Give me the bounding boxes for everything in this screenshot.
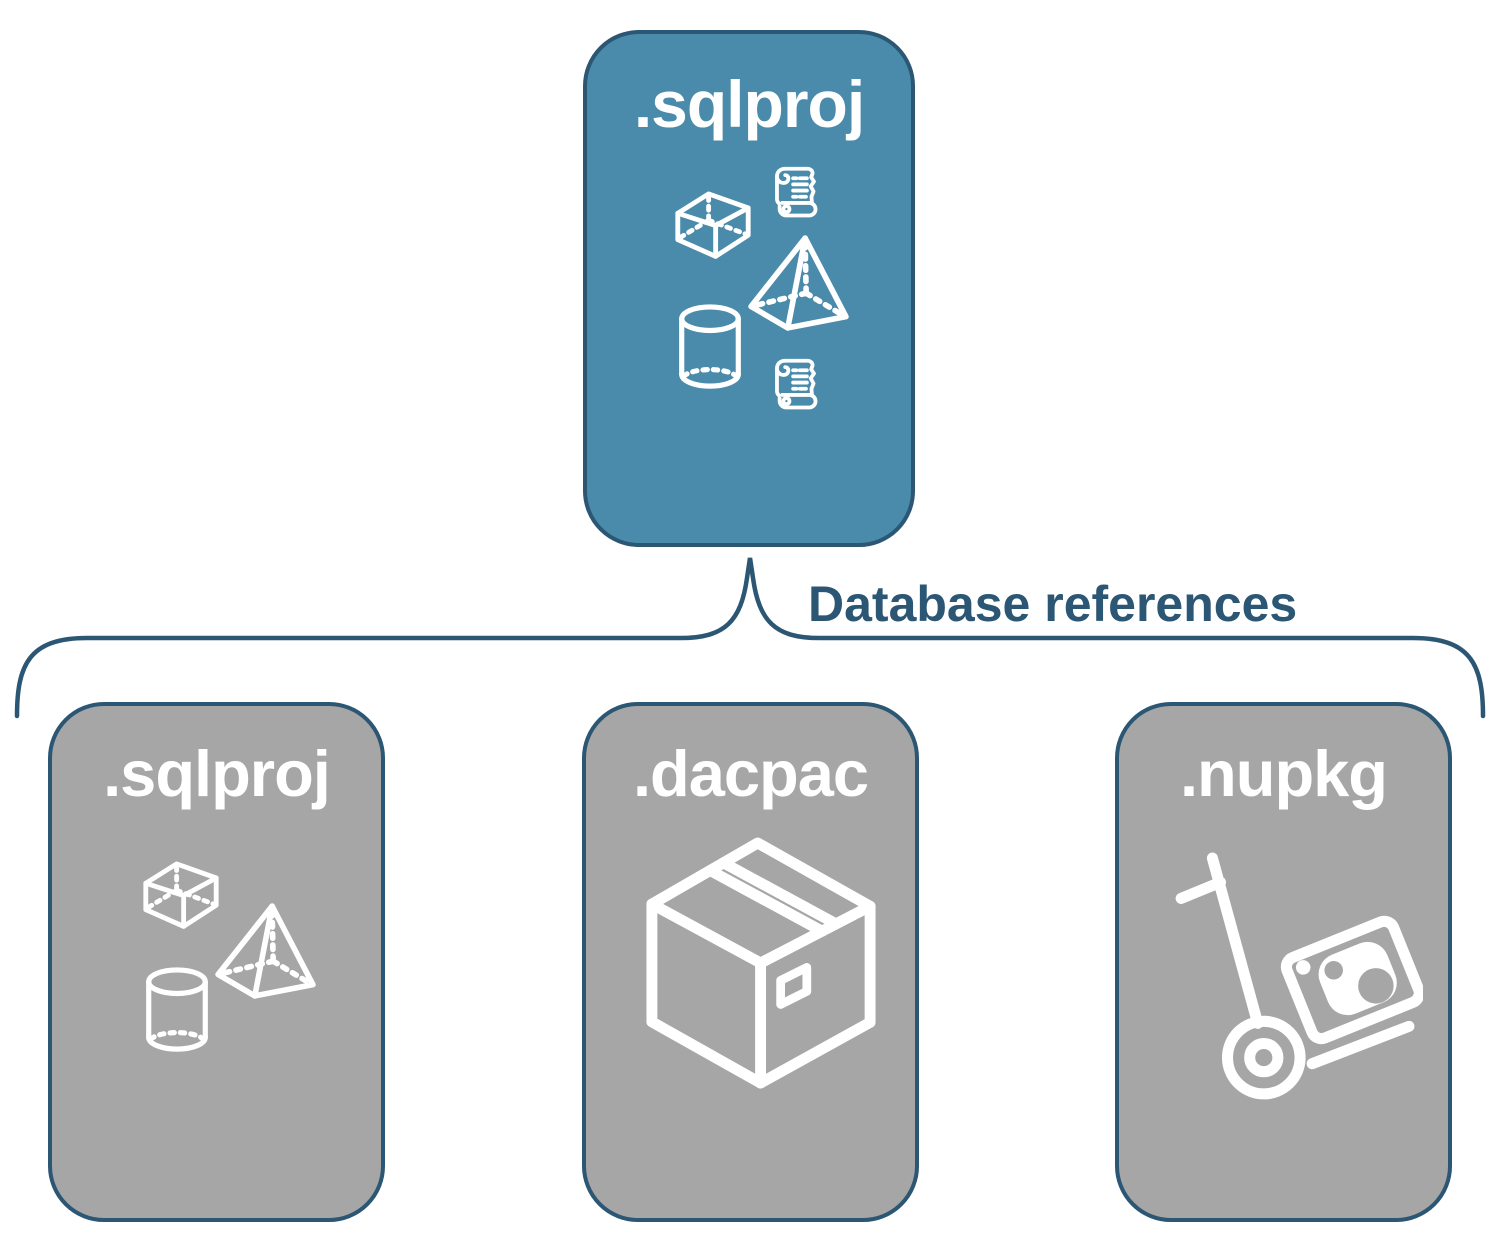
- cylinder-icon: [677, 302, 743, 392]
- script-scroll-icon: [767, 354, 824, 414]
- root-node-label: .sqlproj: [633, 67, 865, 141]
- node-child-sqlproj: .sqlproj: [48, 702, 385, 1222]
- node-child-nupkg: .nupkg: [1115, 702, 1452, 1222]
- pyramid-icon: [214, 902, 316, 999]
- node-root-sqlproj: .sqlproj: [583, 30, 915, 547]
- script-scroll-icon: [767, 162, 824, 222]
- child-node-label: .dacpac: [632, 737, 869, 810]
- cube-icon: [137, 854, 225, 938]
- cylinder-icon: [144, 966, 210, 1054]
- child-node-label: .nupkg: [1179, 737, 1388, 810]
- hand-truck-nuget-icon: [1161, 846, 1423, 1108]
- connector-label: Database references: [808, 576, 1298, 632]
- node-child-dacpac: .dacpac: [582, 702, 919, 1222]
- child-node-label: .sqlproj: [103, 737, 331, 810]
- pyramid-icon: [747, 234, 849, 331]
- package-box-icon: [641, 832, 881, 1094]
- cube-icon: [669, 184, 757, 268]
